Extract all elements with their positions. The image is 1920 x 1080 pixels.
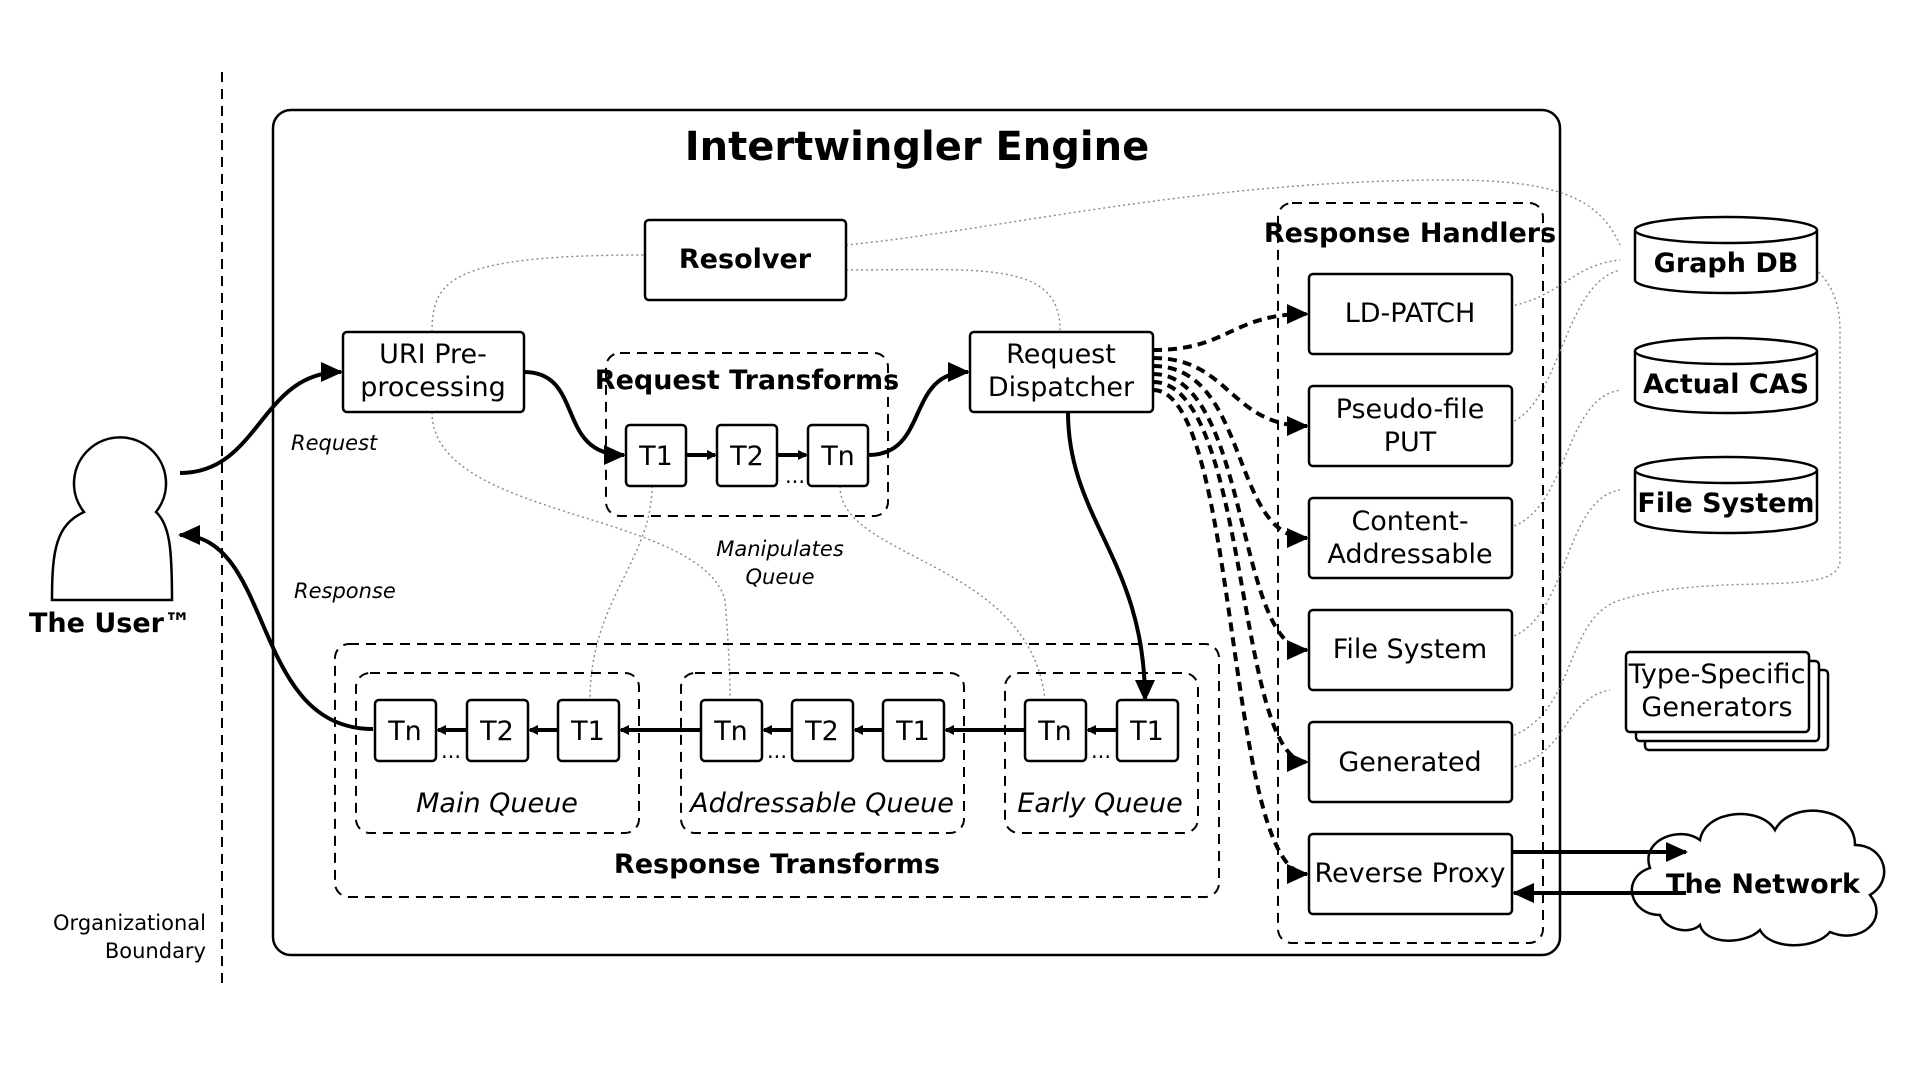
request-transform-t2-label: T2 xyxy=(729,441,764,472)
addressable-queue-t1-label: T1 xyxy=(895,716,930,747)
generators-line2: Generators xyxy=(1641,692,1792,723)
manipulates-label-2: Queue xyxy=(746,565,815,589)
actual-cas-store xyxy=(1633,336,1819,415)
handler-reverse-proxy xyxy=(1307,832,1514,916)
handler-ld-patch xyxy=(1307,272,1514,356)
handler-content-addressable xyxy=(1307,496,1514,580)
network-label: The Network xyxy=(1666,869,1861,900)
response-handlers-group xyxy=(1277,202,1544,944)
response-transforms-group xyxy=(334,643,1220,898)
boundary-label-line2: Boundary xyxy=(105,939,206,963)
request-transform-ellipsis: ... xyxy=(785,464,805,488)
handler-file-system-label: File System xyxy=(1333,634,1487,665)
actual-cas-label: Actual CAS xyxy=(1643,369,1809,400)
manipulates-label-1: Manipulates xyxy=(716,537,844,561)
boundary-label-line1: Organizational xyxy=(53,911,206,935)
main-queue-t2-label: T2 xyxy=(479,716,514,747)
file-system-store xyxy=(1633,455,1819,535)
arrow-rt-to-dispatcher xyxy=(867,362,970,457)
handler-content-addressable-line1: Content- xyxy=(1351,506,1468,537)
graph-db-store xyxy=(1633,215,1819,295)
early-queue-ellipsis: ... xyxy=(1091,739,1111,763)
addressable-queue-group xyxy=(680,672,965,834)
main-queue-ellipsis: ... xyxy=(441,739,461,763)
handler-pseudo-file-line2: PUT xyxy=(1384,427,1437,458)
handler-generated-label: Generated xyxy=(1338,747,1481,778)
request-arrow xyxy=(179,362,343,475)
early-queue-t1-label: T1 xyxy=(1129,716,1164,747)
main-queue-label: Main Queue xyxy=(416,788,578,819)
generators-line1: Type-Specific xyxy=(1628,659,1806,690)
dotted-dependency-lines xyxy=(431,179,1841,771)
user-icon xyxy=(50,436,174,602)
user-label: The User™ xyxy=(29,608,191,639)
resolver-box xyxy=(643,218,848,302)
addressable-queue-tn-label: Tn xyxy=(713,716,748,747)
handler-file-system xyxy=(1307,608,1514,692)
addressable-queue-t2-label: T2 xyxy=(804,716,839,747)
arrow-uri-to-rt xyxy=(523,370,626,465)
engine-container xyxy=(271,108,1562,957)
response-transforms-label: Response Transforms xyxy=(614,849,940,880)
uri-preprocessing-line2: processing xyxy=(360,372,506,403)
main-queue-t1-label: T1 xyxy=(570,716,605,747)
handler-pseudo-file xyxy=(1307,384,1514,468)
response-arrow xyxy=(178,525,374,731)
response-handlers-label: Response Handlers xyxy=(1264,218,1556,249)
handler-ld-patch-label: LD-PATCH xyxy=(1345,298,1476,329)
uri-preprocessing-line1: URI Pre- xyxy=(379,339,487,370)
main-queue-group xyxy=(355,672,640,834)
dispatch-arrows xyxy=(1152,304,1309,884)
request-dispatcher-line1: Request xyxy=(1006,339,1116,370)
request-transforms-group xyxy=(605,352,889,517)
handler-reverse-proxy-label: Reverse Proxy xyxy=(1314,858,1505,889)
handler-generated xyxy=(1307,720,1514,804)
file-system-store-label: File System xyxy=(1637,488,1814,519)
type-specific-generators-stack xyxy=(1624,650,1830,752)
handler-pseudo-file-line1: Pseudo-file xyxy=(1336,394,1485,425)
request-dispatcher-line2: Dispatcher xyxy=(988,372,1135,403)
early-queue-tn-label: Tn xyxy=(1037,716,1072,747)
addressable-queue-ellipsis: ... xyxy=(767,739,787,763)
engine-title: Intertwingler Engine xyxy=(685,124,1149,170)
request-transforms-label: Request Transforms xyxy=(595,365,899,396)
main-queue-tn-label: Tn xyxy=(387,716,422,747)
arrow-dispatcher-to-early xyxy=(1066,411,1155,702)
addressable-queue-label: Addressable Queue xyxy=(688,788,954,819)
early-queue-label: Early Queue xyxy=(1017,788,1182,819)
request-label: Request xyxy=(291,431,378,455)
graph-db-label: Graph DB xyxy=(1654,248,1799,279)
resolver-label: Resolver xyxy=(679,244,812,275)
response-label: Response xyxy=(294,579,396,603)
request-transform-t1-label: T1 xyxy=(638,441,673,472)
handler-content-addressable-line2: Addressable xyxy=(1327,539,1492,570)
request-transform-tn-label: Tn xyxy=(820,441,855,472)
network-cloud xyxy=(1630,809,1886,947)
